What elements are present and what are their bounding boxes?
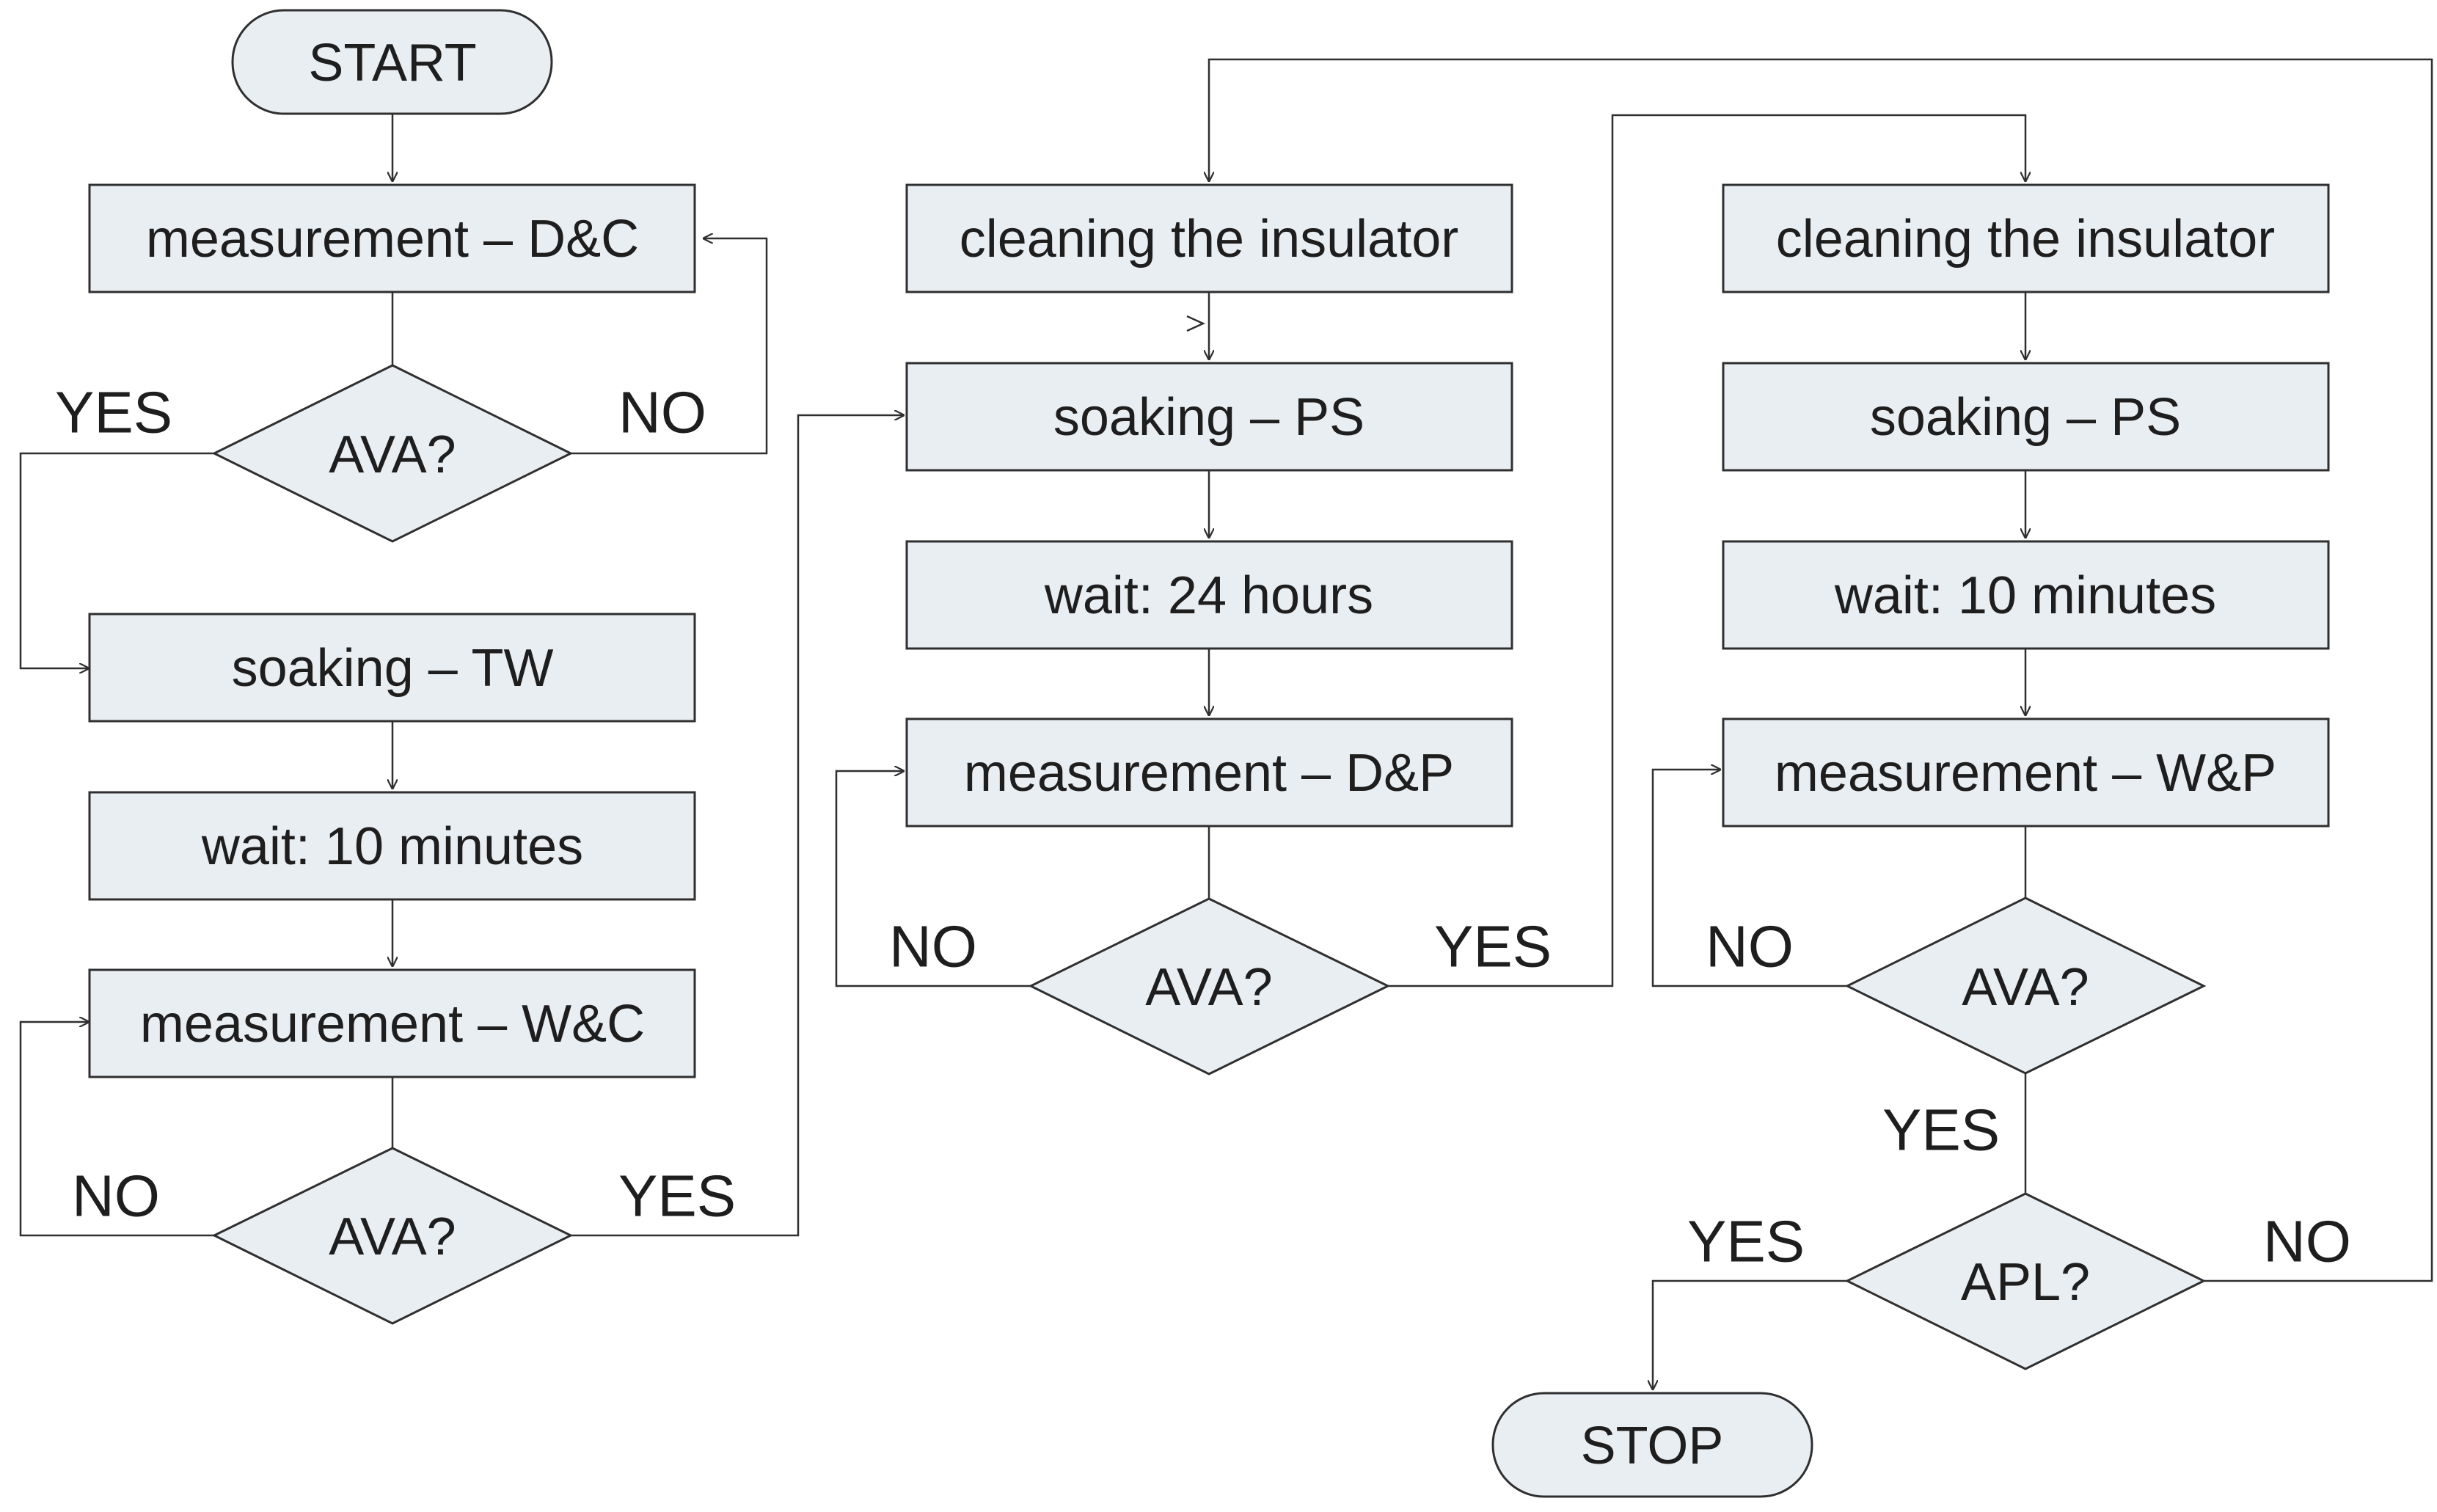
- ava-3-no-label: NO: [889, 914, 977, 979]
- nodes: START STOP measurement – D&C soaking – T…: [88, 9, 2330, 1498]
- ava-decision-1: AVA?: [211, 364, 574, 543]
- ava-1-yes-label: YES: [55, 380, 172, 445]
- wait-10-minutes-label: wait: 10 minutes: [201, 817, 583, 876]
- soaking-tw-label: soaking – TW: [232, 639, 554, 698]
- apl-decision-label: APL?: [1961, 1253, 2090, 1312]
- wait-24-hours-box: wait: 24 hours: [905, 540, 1513, 650]
- start-node: START: [231, 9, 553, 115]
- connectors: [19, 58, 2433, 1390]
- wait-10-minutes-2-label: wait: 10 minutes: [1834, 566, 2216, 625]
- ava-3-yes-label: YES: [1434, 914, 1552, 979]
- cleaning-insulator-2-box: cleaning the insulator: [1722, 183, 2330, 293]
- measurement-wp-box: measurement – W&P: [1722, 717, 2330, 828]
- edge-ava-3-no-loop: [835, 771, 1031, 987]
- soaking-ps-2-box: soaking – PS: [1722, 362, 2330, 472]
- edge-ava-3-yes-to-cleaning-2: [1388, 114, 2025, 987]
- ava-4-yes-label: YES: [1882, 1098, 2000, 1163]
- edge-apl-yes-to-stop: [1653, 1279, 1847, 1390]
- edge-ava-1-yes-to-soaking-tw: [19, 452, 214, 668]
- soaking-ps-1-label: soaking – PS: [1053, 388, 1364, 447]
- ava-decision-2-label: AVA?: [329, 1208, 456, 1266]
- cleaning-insulator-1-label: cleaning the insulator: [960, 210, 1458, 269]
- ava-decision-4: AVA?: [1844, 896, 2207, 1075]
- ava-2-no-label: NO: [72, 1164, 160, 1229]
- soaking-tw-box: soaking – TW: [88, 613, 696, 723]
- wait-10-minutes-2-box: wait: 10 minutes: [1722, 540, 2330, 650]
- ava-decision-1-label: AVA?: [329, 426, 456, 484]
- ava-4-no-label: NO: [1706, 914, 1794, 979]
- ava-2-yes-label: YES: [618, 1164, 736, 1229]
- stop-label: STOP: [1581, 1417, 1724, 1475]
- apl-no-label: NO: [2263, 1209, 2351, 1274]
- ava-decision-4-label: AVA?: [1962, 958, 2089, 1017]
- edge-apl-no-to-cleaning-1: [1209, 58, 2433, 1282]
- measurement-dc-label: measurement – D&C: [146, 210, 639, 269]
- ava-1-no-label: NO: [618, 380, 706, 445]
- measurement-wc-label: measurement – W&C: [140, 995, 645, 1053]
- edge-ava-2-no-loop: [19, 1022, 214, 1237]
- edge-ava-4-no-loop: [1651, 770, 1847, 987]
- ava-decision-2: AVA?: [211, 1147, 574, 1325]
- measurement-wp-label: measurement – W&P: [1775, 744, 2276, 803]
- measurement-dp-label: measurement – D&P: [964, 744, 1454, 803]
- apl-decision: APL?: [1844, 1192, 2207, 1370]
- ava-decision-3-label: AVA?: [1145, 958, 1272, 1017]
- apl-yes-label: YES: [1687, 1209, 1805, 1274]
- measurement-dc-box: measurement – D&C: [88, 183, 696, 293]
- wait-24-hours-label: wait: 24 hours: [1044, 566, 1373, 625]
- stop-node: STOP: [1491, 1392, 1813, 1498]
- start-label: START: [308, 34, 476, 92]
- measurement-wc-box: measurement – W&C: [88, 968, 696, 1078]
- cleaning-insulator-1-box: cleaning the insulator: [905, 183, 1513, 293]
- measurement-dp-box: measurement – D&P: [905, 717, 1513, 828]
- edge-labels: YES NO NO YES NO YES NO YES YES NO: [55, 380, 2351, 1274]
- edge-ava-2-yes-to-soaking-ps-1: [571, 415, 905, 1237]
- cleaning-insulator-2-label: cleaning the insulator: [1776, 210, 2275, 269]
- soaking-ps-2-label: soaking – PS: [1870, 388, 2181, 447]
- edge-inflow-chevron: [1186, 315, 1206, 332]
- ava-decision-3: AVA?: [1028, 897, 1391, 1075]
- wait-10-minutes-box: wait: 10 minutes: [88, 791, 696, 901]
- soaking-ps-1-box: soaking – PS: [905, 362, 1513, 472]
- edge-ava-1-no-loop: [571, 238, 768, 455]
